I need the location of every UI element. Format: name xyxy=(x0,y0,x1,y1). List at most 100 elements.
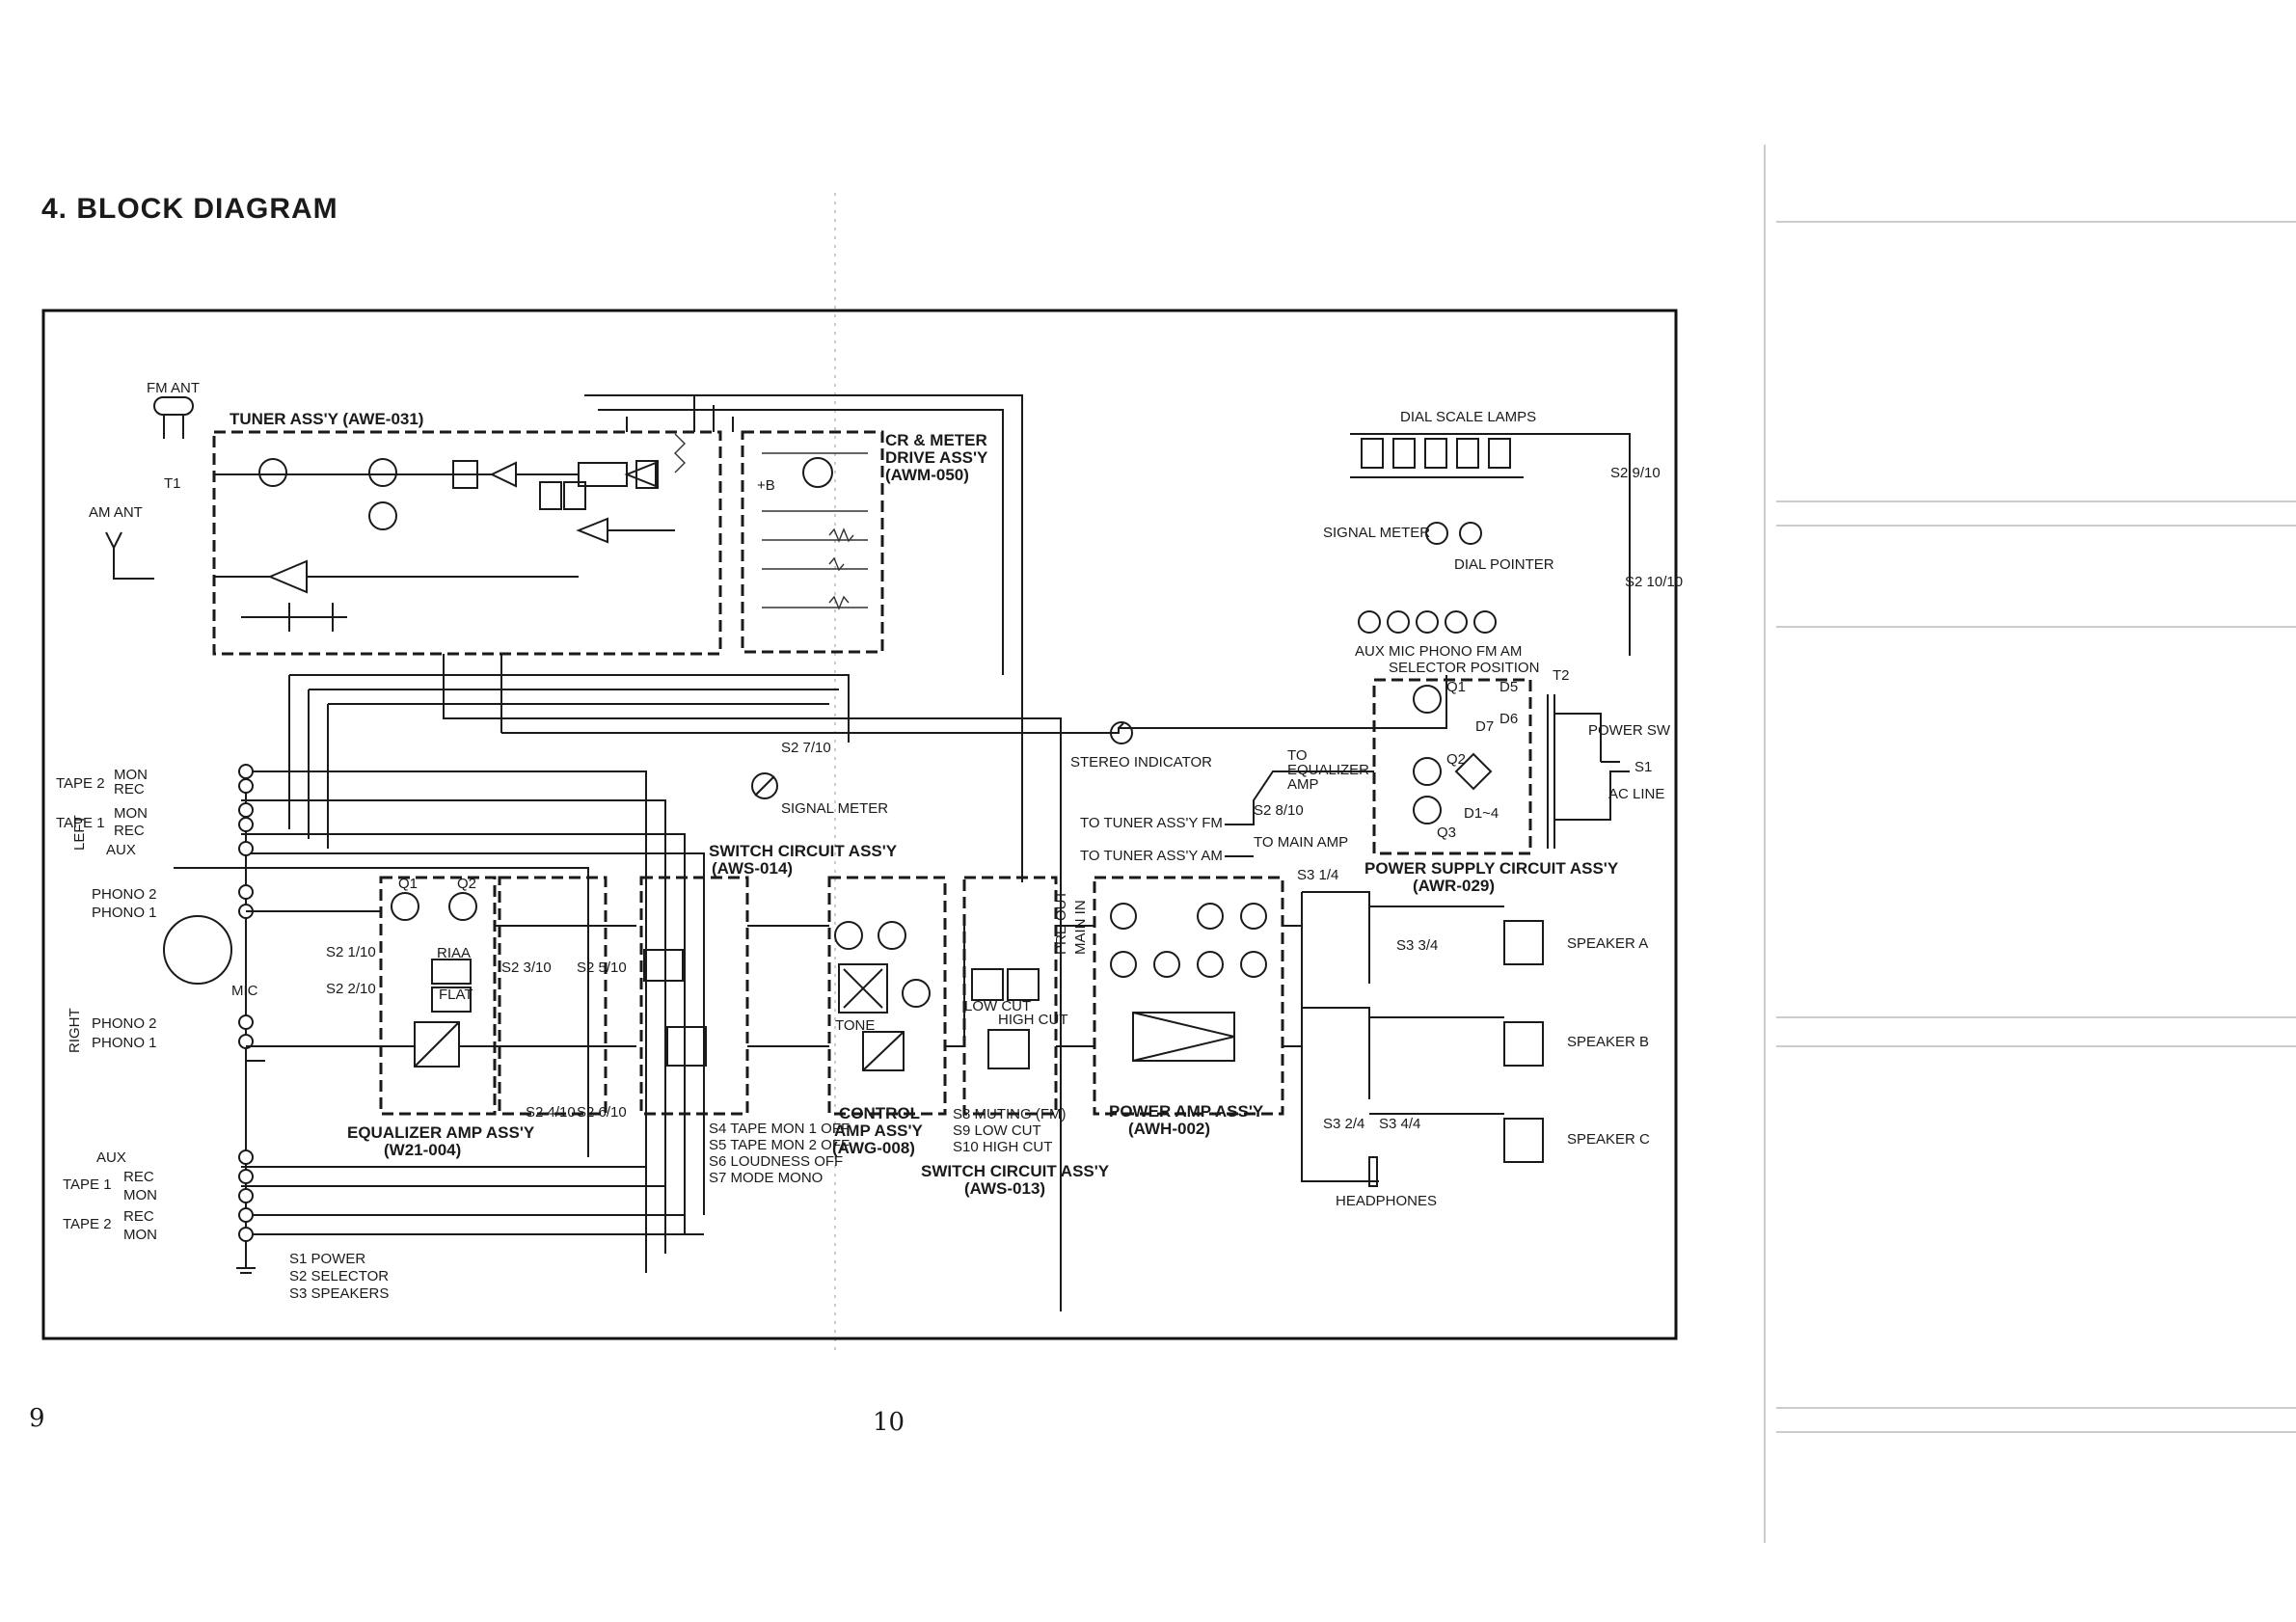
am-ant-label: AM ANT xyxy=(89,504,143,521)
switch-014-label-1: SWITCH CIRCUIT ASS'Y xyxy=(709,842,898,860)
power-supply-label-2: (AWR-029) xyxy=(1413,877,1495,895)
aux-label-bottom: AUX xyxy=(96,1149,126,1166)
mic-label: MIC xyxy=(231,983,258,999)
tape1-mon-bottom: MON xyxy=(123,1187,157,1203)
switch-014-legend-4: S7 MODE MONO xyxy=(709,1170,823,1186)
s3-2-4-label: S3 2/4 xyxy=(1323,1116,1364,1132)
low-cut-label: LOW CUT xyxy=(964,998,1031,1014)
tape1-mon-top: MON xyxy=(114,805,148,822)
aux-label-top: AUX xyxy=(106,842,136,858)
switch-014-legend-3: S6 LOUDNESS OFF xyxy=(709,1153,843,1170)
s2-8-10-label: S2 8/10 xyxy=(1254,802,1304,819)
tape2-rec-bottom: REC xyxy=(123,1208,154,1225)
switch-014-label-2: (AWS-014) xyxy=(712,859,793,878)
selector-positions-label: AUX MIC PHONO FM AM xyxy=(1355,643,1522,660)
eq-q1: Q1 xyxy=(398,876,418,892)
legend-s1: S1 POWER xyxy=(289,1251,365,1267)
tape2-label-top: TAPE 2 xyxy=(56,775,105,792)
riaa-label: RIAA xyxy=(437,945,471,961)
legend-s3: S3 SPEAKERS xyxy=(289,1285,389,1302)
switch-013-legend-3: S10 HIGH CUT xyxy=(953,1139,1052,1155)
s3-1-4-label: S3 1/4 xyxy=(1297,867,1338,883)
to-equalizer-1: TO xyxy=(1287,747,1308,764)
switch-014-assembly: SWITCH CIRCUIT ASS'Y (AWS-014) S4 TAPE M… xyxy=(639,842,898,1186)
control-amp-assembly: CONTROL AMP ASS'Y (AWG-008) TONE xyxy=(827,876,965,1157)
eq-q2: Q2 xyxy=(457,876,476,892)
tape1-label-bottom: TAPE 1 xyxy=(63,1176,112,1193)
s2-4-10-label: S2 4/10 xyxy=(526,1104,576,1121)
dial-pointer-label: DIAL POINTER xyxy=(1454,556,1554,573)
tape1-rec-top: REC xyxy=(114,823,145,839)
to-equalizer-2: EQUALIZER xyxy=(1287,762,1369,778)
tape2-mon-bottom: MON xyxy=(123,1227,157,1243)
phono2-label-right: PHONO 2 xyxy=(92,1015,157,1032)
tuner-assembly: TUNER ASS'Y (AWE-031) FM ANT T1 AM ANT xyxy=(89,380,722,656)
to-equalizer-3: AMP xyxy=(1287,776,1319,793)
tape1-rec-bottom: REC xyxy=(123,1169,154,1185)
d7-label: D7 xyxy=(1475,718,1494,735)
fm-ant-label: FM ANT xyxy=(147,380,200,396)
phono1-label-right: PHONO 1 xyxy=(92,1035,157,1051)
s2-7-10-label: S2 7/10 xyxy=(781,740,831,756)
page-number-left: 9 xyxy=(29,1404,45,1433)
s2-10-10-label: S2 10/10 xyxy=(1625,574,1683,590)
switch-013-legend-1: S8 MUTING (FM) xyxy=(953,1106,1067,1122)
tuner-label: TUNER ASS'Y (AWE-031) xyxy=(230,410,423,428)
control-label-3: (AWG-008) xyxy=(832,1139,915,1157)
q2-label: Q2 xyxy=(1446,751,1466,768)
speaker-b-label: SPEAKER B xyxy=(1567,1034,1649,1050)
switch-legend: S1 POWER S2 SELECTOR S3 SPEAKERS xyxy=(289,1251,389,1302)
high-cut-label: HIGH CUT xyxy=(998,1012,1068,1028)
power-supply-label-1: POWER SUPPLY CIRCUIT ASS'Y xyxy=(1364,859,1619,878)
phono1-label-left: PHONO 1 xyxy=(92,905,157,921)
tape2-mon-top: MON xyxy=(114,767,148,783)
q3-label: Q3 xyxy=(1437,825,1456,841)
b-plus-label: +B xyxy=(757,477,775,494)
d1-4-label: D1~4 xyxy=(1464,805,1499,822)
equalizer-assembly: EQUALIZER AMP ASS'Y (W21-004) Q1 Q2 RIAA… xyxy=(246,876,636,1159)
power-amp-assembly: POWER AMP ASS'Y (AWH-002) xyxy=(1093,876,1302,1138)
d6-label: D6 xyxy=(1499,711,1518,727)
control-label-1: CONTROL xyxy=(839,1104,920,1122)
t1-label: T1 xyxy=(164,475,181,492)
phono2-label-left: PHONO 2 xyxy=(92,886,157,903)
ac-line-label: AC LINE xyxy=(1608,786,1664,802)
s3-3-4-label: S3 3/4 xyxy=(1396,937,1438,954)
tape2-rec-top: REC xyxy=(114,781,145,797)
stereo-indicator-label: STEREO INDICATOR xyxy=(1070,754,1212,770)
cr-meter-label-1: CR & METER xyxy=(885,431,987,449)
power-amp-label-2: (AWH-002) xyxy=(1128,1120,1210,1138)
flat-label: FLAT xyxy=(439,987,473,1003)
legend-s2: S2 SELECTOR xyxy=(289,1268,389,1284)
switch-013-legend-2: S9 LOW CUT xyxy=(953,1122,1041,1139)
speaker-a-label: SPEAKER A xyxy=(1567,935,1648,952)
switch-013-label-2: (AWS-013) xyxy=(964,1179,1045,1198)
pre-out-label: PRE OUT xyxy=(1053,890,1069,955)
switch-014-legend-2: S5 TAPE MON 2 OFF xyxy=(709,1137,850,1153)
s2-5-10-label: S2 5/10 xyxy=(577,960,627,976)
right-label: RIGHT xyxy=(67,1008,83,1053)
switch-013-assembly: SWITCH CIRCUIT ASS'Y (AWS-013) LOW CUT H… xyxy=(921,876,1110,1198)
page-fold-lines xyxy=(834,145,2296,1543)
s2-6-10-label: S2 6/10 xyxy=(577,1104,627,1121)
diagram-frame xyxy=(41,309,1678,1340)
input-jacks: LEFT RIGHT TAPE 2 MON REC TAPE 1 MON REC… xyxy=(56,764,258,1274)
page-number-center: 10 xyxy=(873,1408,905,1437)
left-label: LEFT xyxy=(71,815,88,851)
cr-meter-assembly: CR & METER DRIVE ASS'Y (AWM-050) +B xyxy=(741,430,988,654)
switch-014-legend-1: S4 TAPE MON 1 OFF xyxy=(709,1121,850,1137)
s1-label: S1 xyxy=(1634,759,1652,775)
q1-label: Q1 xyxy=(1446,679,1466,695)
s3-4-4-label: S3 4/4 xyxy=(1379,1116,1420,1132)
s2-2-10-label: S2 2/10 xyxy=(326,981,376,997)
signal-meter-bottom-label: SIGNAL METER xyxy=(781,800,888,817)
dial-scale-lamps-label: DIAL SCALE LAMPS xyxy=(1400,409,1536,425)
main-in-label: MAIN IN xyxy=(1072,900,1089,955)
speaker-section: S3 3/4 S3 2/4 S3 4/4 SPEAKER A SPEAKER B… xyxy=(1301,891,1650,1209)
tape2-label-bottom: TAPE 2 xyxy=(63,1216,112,1232)
to-tuner-am-label: TO TUNER ASS'Y AM xyxy=(1080,848,1223,864)
switch-013-label-1: SWITCH CIRCUIT ASS'Y xyxy=(921,1162,1110,1180)
dial-area: DIAL SCALE LAMPS S2 9/10 S2 10/10 SIGNAL… xyxy=(1323,409,1683,676)
equalizer-label-2: (W21-004) xyxy=(384,1141,461,1159)
